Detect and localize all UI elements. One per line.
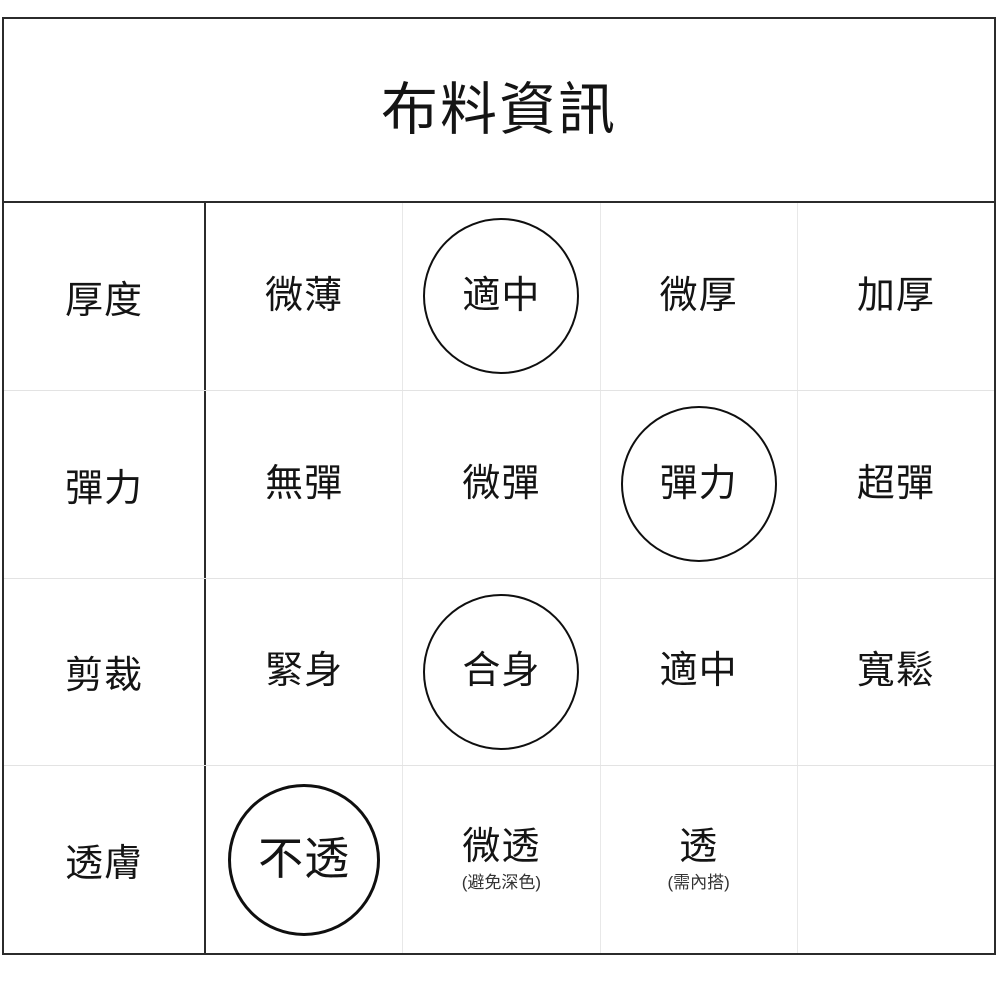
option-label: 超彈 [856, 462, 935, 505]
row-label-text: 彈力 [64, 467, 143, 510]
option-cell-thickness-4[interactable]: 加厚 [798, 203, 994, 390]
option-content: 超彈 [856, 462, 935, 505]
option-cell-sheerness-3[interactable]: 透 (需內搭) [601, 766, 798, 953]
row-label-text: 厚度 [64, 279, 143, 322]
option-content: 不透 [258, 835, 350, 884]
option-label: 緊身 [265, 650, 344, 693]
option-note: (避免深色) [461, 872, 542, 892]
table-row: 厚度 微薄 適中 微厚 加厚 [4, 203, 994, 391]
option-cell-cut-3[interactable]: 適中 [601, 578, 798, 766]
option-cell-thickness-3[interactable]: 微厚 [601, 203, 798, 390]
option-content: 微厚 [659, 274, 738, 317]
option-cell-elasticity-3[interactable]: 彈力 [601, 390, 798, 578]
option-label: 無彈 [265, 462, 344, 505]
option-label: 加厚 [856, 274, 935, 317]
row-label-elasticity: 彈力 [4, 390, 206, 578]
row-label-thickness: 厚度 [4, 203, 206, 390]
option-label: 透 [679, 825, 719, 868]
fabric-info-card: 布料資訊 厚度 微薄 適中 微厚 [2, 17, 996, 955]
option-cell-sheerness-4[interactable] [798, 766, 994, 953]
table-row: 彈力 無彈 微彈 彈力 超彈 [4, 390, 994, 579]
option-label: 寬鬆 [856, 650, 935, 693]
fabric-spec-table: 厚度 微薄 適中 微厚 加厚 [4, 203, 994, 953]
table-row: 透膚 不透 微透 (避免深色) 透 (需內搭) [4, 766, 994, 953]
row-label-cut: 剪裁 [4, 578, 206, 766]
option-content: 微透 (避免深色) [461, 825, 542, 892]
option-label: 適中 [659, 650, 738, 693]
option-content: 彈力 [659, 462, 738, 505]
option-label: 合身 [462, 650, 541, 693]
option-label: 微透 [462, 825, 541, 868]
row-label-text: 透膚 [64, 843, 143, 886]
option-cell-elasticity-1[interactable]: 無彈 [206, 390, 404, 578]
option-content: 緊身 [265, 651, 343, 692]
option-cell-sheerness-1[interactable]: 不透 [206, 766, 404, 953]
option-label: 不透 [258, 833, 351, 885]
option-content: 寬鬆 [857, 651, 935, 692]
table-row: 剪裁 緊身 合身 適中 寬鬆 [4, 578, 994, 767]
option-content: 適中 [462, 274, 541, 317]
option-content: 無彈 [265, 462, 344, 505]
option-cell-elasticity-4[interactable]: 超彈 [798, 391, 994, 578]
option-label: 微薄 [265, 274, 344, 317]
option-content: 適中 [660, 651, 738, 692]
option-cell-thickness-1[interactable]: 微薄 [206, 203, 404, 390]
option-label: 彈力 [659, 462, 738, 505]
option-content: 微彈 [462, 462, 541, 505]
option-label: 微彈 [462, 462, 541, 505]
option-label: 微厚 [659, 274, 738, 317]
option-content: 透 (需內搭) [667, 825, 730, 892]
option-cell-cut-2[interactable]: 合身 [403, 578, 601, 766]
card-header: 布料資訊 [4, 19, 994, 203]
row-label-sheerness: 透膚 [4, 766, 206, 953]
option-cell-elasticity-2[interactable]: 微彈 [403, 390, 601, 578]
option-content: 微薄 [265, 274, 344, 317]
option-content: 加厚 [856, 274, 935, 317]
option-content: 合身 [462, 651, 540, 692]
row-label-text: 剪裁 [64, 655, 143, 698]
page-title: 布料資訊 [381, 77, 617, 142]
option-note: (需內搭) [667, 872, 730, 892]
option-cell-thickness-2[interactable]: 適中 [403, 203, 601, 390]
option-cell-sheerness-2[interactable]: 微透 (避免深色) [403, 766, 601, 953]
option-label: 適中 [462, 274, 541, 317]
option-cell-cut-1[interactable]: 緊身 [206, 578, 404, 766]
option-cell-cut-4[interactable]: 寬鬆 [798, 579, 994, 766]
